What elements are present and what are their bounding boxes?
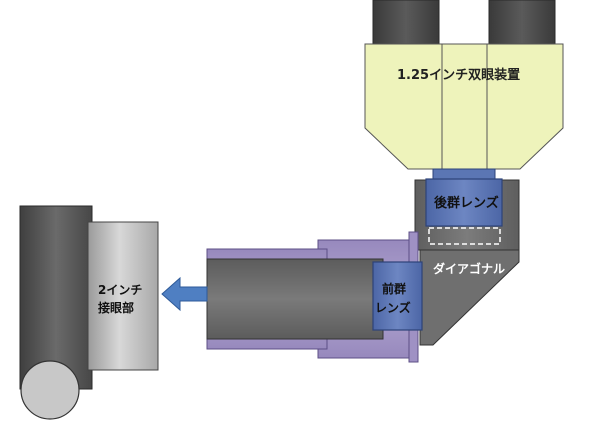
focuser-body [19, 205, 93, 390]
rear-lens-dashed-outline [428, 227, 501, 245]
right-eyepiece-tube [488, 0, 556, 47]
binocular-body [364, 43, 564, 170]
front-lens-label-line1: 前群 [382, 281, 406, 296]
binocular-viewer: 1.25インチ双眼装置 [364, 0, 564, 170]
front-lens-group: 前群 レンズ [372, 261, 423, 331]
arrow-left-icon [161, 276, 208, 312]
rear-lens-group: 後群レンズ [425, 168, 503, 245]
front-lens-body [372, 261, 423, 331]
diagonal-label: ダイアゴナル [433, 261, 505, 276]
eyepiece-body [87, 221, 159, 371]
barrel-tube [206, 258, 384, 340]
front-lens-label-line2: レンズ [375, 300, 411, 315]
focus-knob [20, 360, 80, 420]
binocular-viewer-label: 1.25インチ双眼装置 [397, 67, 520, 83]
rear-lens-body [425, 178, 503, 227]
eyepiece-mount-label-line1: 2インチ [98, 283, 142, 297]
rear-lens-label: 後群レンズ [434, 195, 499, 211]
eyepiece-mount: 2インチ 接眼部 [19, 205, 159, 420]
eyepiece-mount-label-line2: 接眼部 [98, 300, 134, 315]
left-eyepiece-tube [372, 0, 440, 47]
